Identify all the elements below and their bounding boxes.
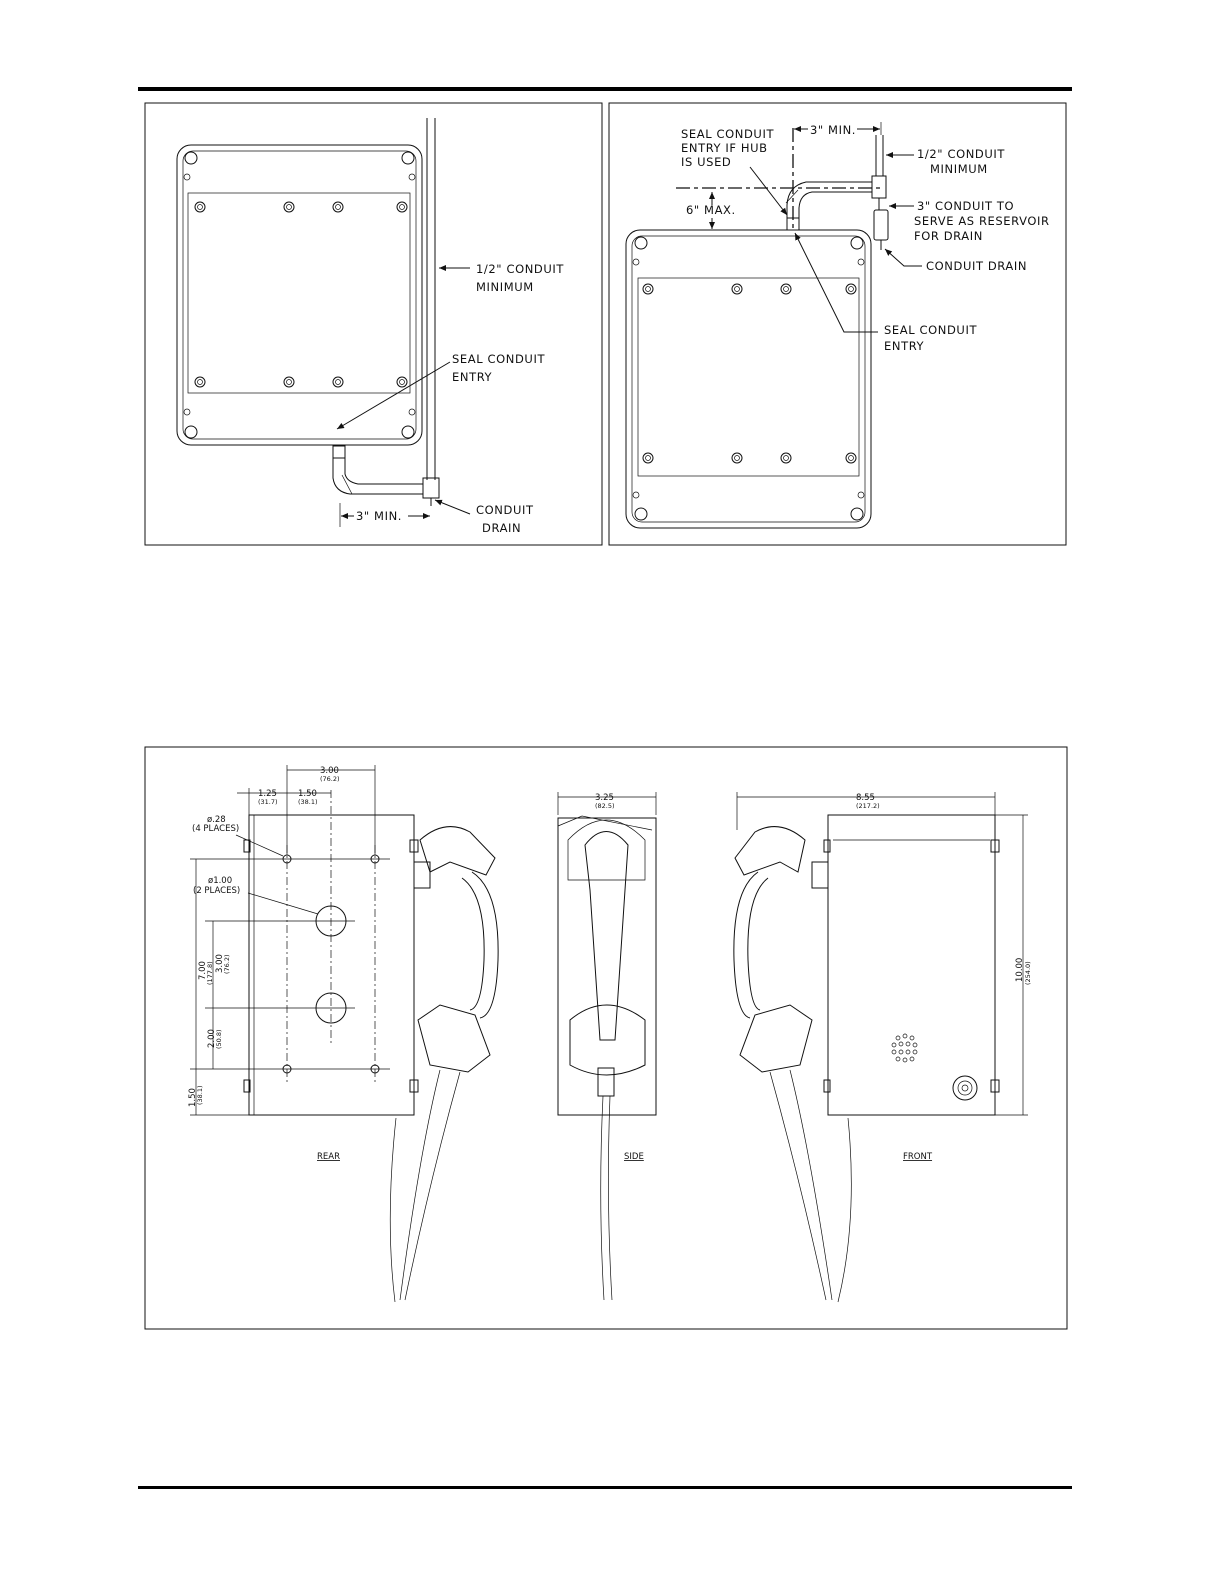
svg-text:7.00: 7.00 [198,961,208,980]
svg-text:(82.5): (82.5) [595,802,615,810]
left-conduit-label-2: MINIMUM [476,280,534,294]
dim-w300: 3.00 [320,766,339,776]
svg-text:(38.1): (38.1) [298,798,318,806]
right-seal-hub-label-1: SEAL CONDUIT [681,127,774,141]
right-seal-hub-label-2: ENTRY IF HUB [681,141,768,155]
svg-text:1.50: 1.50 [188,1088,198,1107]
left-seal-label-1: SEAL CONDUIT [452,352,545,366]
svg-text:CONDUIT DRAIN: CONDUIT DRAIN [926,259,1027,273]
panel-dimensions: 3.00 (76.2) 1.25 (31.7) 1.50 (38.1) ø.28… [144,746,1068,1330]
dim-w125-mm: (31.7) [258,798,278,806]
right-seal-label-1: SEAL CONDUIT [884,323,977,337]
svg-text:3.00: 3.00 [320,766,339,776]
hole-small-label: ø.28 [207,815,226,825]
dim-h300-mm: (76.2) [223,954,231,974]
top-rule [138,87,1072,91]
svg-text:(2 PLACES): (2 PLACES) [193,886,240,896]
dim-h200: 2.00 [207,1029,217,1048]
svg-text:(76.2): (76.2) [223,954,231,974]
bottom-rule [138,1486,1072,1489]
svg-text:8.55: 8.55 [856,793,875,803]
right-min-label: 3" MIN. [810,123,856,137]
svg-text:(254.0): (254.0) [1024,961,1032,985]
rear-caption: REAR [317,1152,340,1162]
dim-w300-mm: (76.2) [320,775,340,783]
left-drain-label-2: DRAIN [482,521,521,535]
svg-text:(76.2): (76.2) [320,775,340,783]
speaker-grille [891,1033,918,1063]
svg-text:10.00: 10.00 [1015,958,1025,982]
dim-h200-mm: (50.8) [215,1029,223,1049]
svg-text:(4 PLACES): (4 PLACES) [192,824,239,834]
svg-text:ø.28: ø.28 [207,815,226,825]
dim-h700-mm: (177.8) [206,961,214,985]
side-caption: SIDE [624,1152,644,1162]
svg-text:3" MIN.: 3" MIN. [810,123,856,137]
dim-w325-mm: (82.5) [595,802,615,810]
dim-h300: 3.00 [215,954,225,973]
svg-text:FRONT: FRONT [903,1152,933,1162]
svg-text:1.50: 1.50 [298,789,317,799]
right-seal-hub-label-3: IS USED [681,155,731,169]
front-caption: FRONT [903,1152,933,1162]
right-seal-label-2: ENTRY [884,339,925,353]
dim-w855: 8.55 [856,793,875,803]
svg-text:3.00: 3.00 [215,954,225,973]
dim-h1000: 10.00 [1015,958,1025,982]
svg-text:ø1.00: ø1.00 [208,876,232,886]
svg-text:REAR: REAR [317,1152,340,1162]
svg-text:(217.2): (217.2) [856,802,880,810]
svg-text:2.00: 2.00 [207,1029,217,1048]
dim-h150-mm: (38.1) [196,1085,204,1105]
right-conduit-label-1: 1/2" CONDUIT [917,147,1005,161]
side-view: 3.25 (82.5) SIDE [557,792,657,1301]
left-min-label: 3" MIN. [356,509,402,523]
dim-h1000-mm: (254.0) [1024,961,1032,985]
left-conduit-label-1: 1/2" CONDUIT [476,262,564,276]
right-reservoir-label-1: 3" CONDUIT TO [917,199,1014,213]
right-drain-label: CONDUIT DRAIN [926,259,1027,273]
left-drain-label-1: CONDUIT [476,503,534,517]
dim-w325: 3.25 [595,793,614,803]
front-view: 8.55 (217.2) 10.00 (254.0) F [733,792,1032,1303]
dim-h700: 7.00 [198,961,208,980]
dim-h150: 1.50 [188,1088,198,1107]
svg-text:3" MIN.: 3" MIN. [356,509,402,523]
svg-text:SIDE: SIDE [624,1152,644,1162]
panel-bottom-entry: 3" MIN. 1/2" CONDUIT MINIMUM SEAL CONDUIT… [144,102,603,546]
hole-large-count: (2 PLACES) [193,886,240,896]
svg-text:6" MAX.: 6" MAX. [686,203,736,217]
dim-w125: 1.25 [258,789,277,799]
left-seal-label-2: ENTRY [452,370,493,384]
svg-text:3.25: 3.25 [595,793,614,803]
right-reservoir-label-2: SERVE AS RESERVOIR [914,214,1050,228]
rear-view: 3.00 (76.2) 1.25 (31.7) 1.50 (38.1) ø.28… [188,765,499,1303]
svg-text:(31.7): (31.7) [258,798,278,806]
right-reservoir-label-3: FOR DRAIN [914,229,983,243]
svg-text:1.25: 1.25 [258,789,277,799]
svg-text:(50.8): (50.8) [215,1029,223,1049]
dim-w150-mm: (38.1) [298,798,318,806]
dim-w855-mm: (217.2) [856,802,880,810]
dim-w150: 1.50 [298,789,317,799]
hole-large-label: ø1.00 [208,876,232,886]
right-conduit-label-2: MINIMUM [930,162,988,176]
svg-text:(38.1): (38.1) [196,1085,204,1105]
svg-text:(177.8): (177.8) [206,961,214,985]
right-max-label: 6" MAX. [686,203,736,217]
hole-small-count: (4 PLACES) [192,824,239,834]
